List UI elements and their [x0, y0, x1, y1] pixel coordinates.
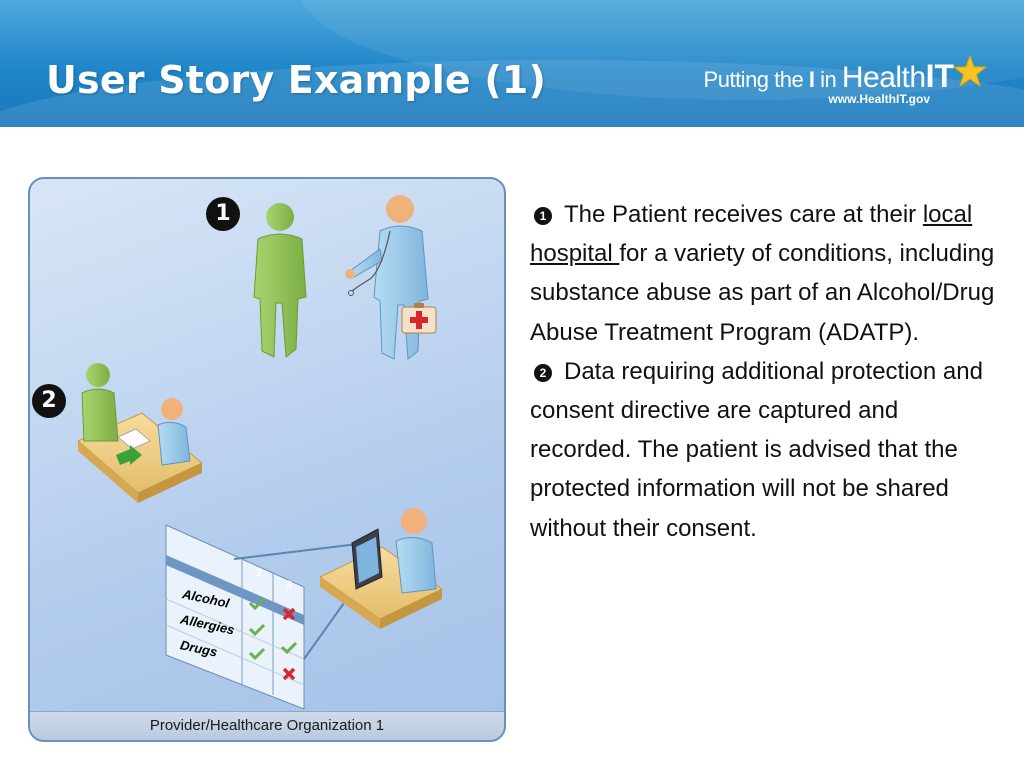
star-icon — [952, 54, 988, 88]
computer-desk-scene — [319, 508, 443, 629]
page-title: User Story Example (1) — [46, 58, 547, 102]
story-paragraph-1: 1 The Patient receives care at their loca… — [530, 195, 1000, 352]
chart-col-label: 3 — [286, 579, 293, 591]
header-banner: User Story Example (1) Putting the I in … — [0, 0, 1024, 127]
medical-kit-icon — [401, 303, 437, 334]
illustration-art — [77, 195, 443, 710]
illustration-panel: Alcohol Allergies Drugs 2 3 1 2 Provider… — [28, 177, 506, 742]
step-2-badge: 2 — [32, 384, 66, 418]
doctor-figure — [345, 195, 429, 360]
chart-col-label: 2 — [256, 567, 263, 579]
local-hospital-link[interactable]: local hospital — [530, 201, 973, 268]
paragraph-text: Data requiring additional protection and… — [530, 357, 983, 542]
desk-scene — [77, 363, 203, 503]
paragraph-text: for a variety of conditions, including s… — [530, 240, 995, 346]
story-text: 1 The Patient receives care at their loca… — [530, 195, 1000, 548]
panel-caption: Provider/Healthcare Organization 1 — [30, 711, 504, 740]
logo-text: Putting the I in HealthIT — [703, 58, 954, 94]
step-1-marker: 1 — [534, 207, 552, 225]
logo-url: www.HealthIT.gov — [828, 92, 930, 106]
step-1-badge: 1 — [206, 197, 240, 231]
step-2-marker: 2 — [534, 363, 552, 382]
patient-figure — [253, 203, 307, 358]
healthit-logo: Putting the I in HealthIT www.HealthIT.g… — [694, 52, 994, 112]
patient-chart — [165, 524, 305, 710]
paragraph-text: The Patient receives care at their — [564, 201, 923, 228]
